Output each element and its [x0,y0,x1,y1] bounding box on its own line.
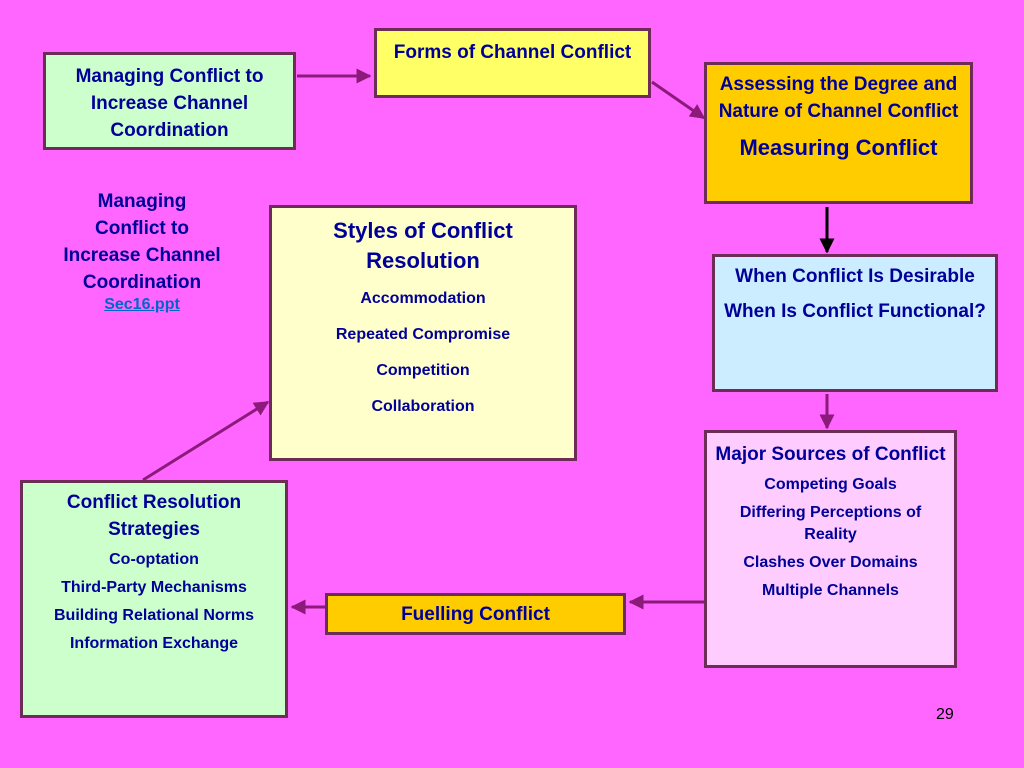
styles-item: Repeated Compromise [335,326,511,343]
assessing-conflict-box: Assessing the Degree and Nature of Chann… [704,62,973,204]
forms-title: Forms of Channel Conflict [393,42,632,63]
side-note-text: Managing Conflict to Increase Channel Co… [63,191,221,293]
sources-item: Differing Perceptions of Reality [739,504,922,543]
desirable-line1: When Conflict Is Desirable [735,266,975,287]
page-number: 29 [936,706,954,723]
styles-title: Styles of Conflict Resolution [333,218,513,273]
sources-item: Competing Goals [764,476,897,493]
sources-title: Major Sources of Conflict [715,444,946,465]
assessing-title: Assessing the Degree and Nature of Chann… [718,74,959,122]
fuelling-title: Fuelling Conflict [401,604,550,625]
side-note: Managing Conflict to Increase Channel Co… [62,188,222,314]
resolution-item: Co-optation [109,551,199,568]
conflict-resolution-strategies-box: Conflict Resolution Strategies Co-optati… [20,480,288,718]
major-sources-of-conflict-box: Major Sources of Conflict Competing Goal… [704,430,957,668]
arrow-forms-to-assessing [651,80,706,120]
fuelling-conflict-box: Fuelling Conflict [325,593,626,635]
styles-item: Accommodation [360,290,486,307]
resolution-item: Information Exchange [69,635,239,652]
forms-of-channel-conflict-box: Forms of Channel Conflict [374,28,651,98]
resolution-item: Third-Party Mechanisms [61,579,247,596]
sec16-link[interactable]: Sec16.ppt [104,296,180,313]
sources-item: Clashes Over Domains [743,554,918,571]
managing-title: Managing Conflict to Increase Channel Co… [75,66,264,141]
measuring-conflict-label: Measuring Conflict [739,135,938,160]
desirable-line2: When Is Conflict Functional? [724,301,986,322]
resolution-title: Conflict Resolution Strategies [66,492,242,540]
arrow-resolution-to-styles [142,400,270,482]
styles-item: Competition [376,362,470,379]
sources-item: Multiple Channels [762,582,899,599]
managing-conflict-box: Managing Conflict to Increase Channel Co… [43,52,296,150]
when-conflict-desirable-box: When Conflict Is Desirable When Is Confl… [712,254,998,392]
styles-item: Collaboration [371,398,475,415]
styles-of-conflict-resolution-box: Styles of Conflict Resolution Accommodat… [269,205,577,461]
resolution-item: Building Relational Norms [53,607,254,624]
